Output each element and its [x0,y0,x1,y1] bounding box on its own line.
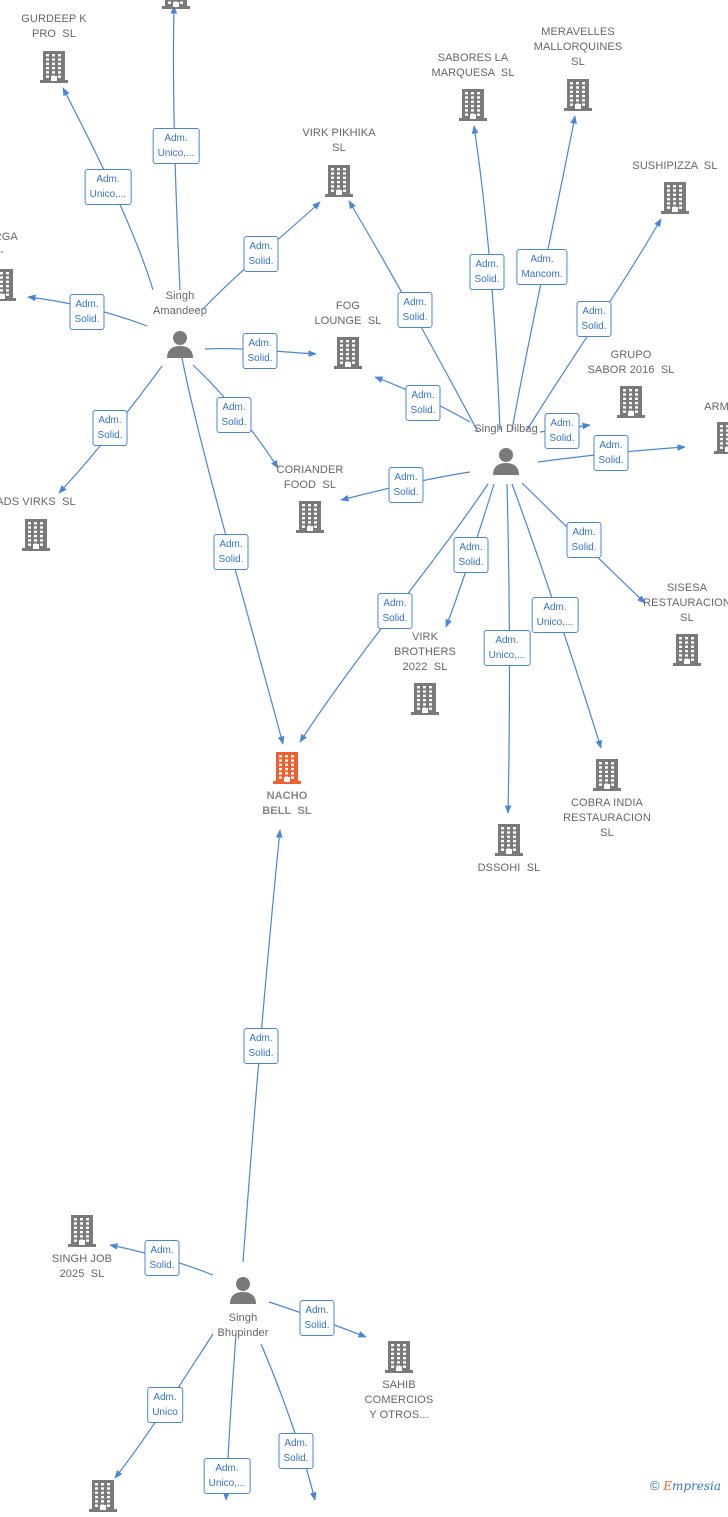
company-name-label[interactable]: GURDEEP K PRO SL [21,13,87,40]
building-icon[interactable] [459,87,487,126]
edge-role-badge[interactable]: Adm. Unico,... [152,128,200,164]
person-icon[interactable] [165,329,195,364]
edge-role-badge[interactable]: Adm. Solid. [593,435,629,471]
edge-singh_bhupinder-bottom_company_3 [260,1343,317,1500]
building-icon[interactable] [661,180,689,219]
company-name-label[interactable]: MERAVELLES MALLORQUINES SL [533,26,623,68]
person-name-label[interactable]: Singh Amandeep [152,290,208,317]
building-icon[interactable] [495,822,523,861]
building-icon[interactable] [89,1478,117,1517]
copyright-symbol: © [650,1478,660,1493]
edge-role-badge[interactable]: Adm. Solid. [566,522,602,558]
company-name-label[interactable]: SAHIB COMERCIOS Y OTROS... [364,1379,434,1421]
building-icon[interactable] [0,267,16,306]
company-name-label[interactable]: COBRA INDIA RESTAURACION SL [563,797,651,839]
edge-role-badge[interactable]: Adm. Solid. [278,1433,314,1469]
person-name-label[interactable]: Singh Dilbag [474,423,538,435]
building-icon[interactable] [564,77,592,116]
edge-role-badge[interactable]: Adm. Solid. [576,301,612,337]
edge-role-badge[interactable]: Adm. Solid. [544,413,580,449]
edge-role-badge[interactable]: Adm. Solid. [213,534,249,570]
person-name-label[interactable]: Singh Bhupinder [217,1312,269,1339]
company-name-label[interactable]: DSSOHI SL [477,862,541,874]
edge-role-badge[interactable]: Adm. Solid. [144,1240,180,1276]
edge-role-badge[interactable]: Adm. Solid. [242,333,278,369]
edge-role-badge[interactable]: Adm. Solid. [453,537,489,573]
edge-role-badge[interactable]: Adm. Solid. [92,410,128,446]
building-icon[interactable] [22,517,50,556]
edge-role-badge[interactable]: Adm. Solid. [405,385,441,421]
edge-role-badge[interactable]: Adm. Unico,... [483,630,531,666]
building-icon[interactable] [273,750,301,789]
edge-role-badge[interactable]: Adm. Unico [147,1387,183,1423]
person-icon[interactable] [491,446,521,481]
edge-role-badge[interactable]: Adm. Unico,... [84,169,132,205]
building-icon[interactable] [673,632,701,671]
company-name-label[interactable]: SINGH JOB 2025 SL [51,1253,113,1280]
company-name-label[interactable]: SUSHIPIZZA SL [632,160,718,172]
edge-role-badge[interactable]: Adm. Solid. [377,593,413,629]
edge-role-badge[interactable]: Adm. Solid. [216,397,252,433]
company-name-label[interactable]: SISESA RESTAURACION SL [643,582,728,624]
company-name-label[interactable]: SABORES LA MARQUESA SL [431,52,515,79]
building-icon[interactable] [714,420,728,459]
edge-role-badge[interactable]: Adm. Solid. [243,1028,279,1064]
company-name-label[interactable]: VIRK PIKHIKA SL [302,127,376,154]
company-name-label[interactable]: YRGA - [0,231,18,258]
building-icon[interactable] [385,1339,413,1378]
building-icon[interactable] [296,499,324,538]
company-name-label[interactable]: NACHO BELL SL [262,790,312,817]
edge-role-badge[interactable]: Adm. Unico,... [203,1458,251,1494]
company-name-label[interactable]: ADS VIRKS SL [0,496,76,508]
edge-role-badge[interactable]: Adm. Unico,... [531,597,579,633]
edge-role-badge[interactable]: Adm. Solid. [469,254,505,290]
edge-role-badge[interactable]: Adm. Solid. [69,294,105,330]
building-icon[interactable] [593,757,621,796]
building-icon[interactable] [411,681,439,720]
brand-logo[interactable]: Empresia [663,1479,722,1493]
company-name-label[interactable]: VIRK BROTHERS 2022 SL [394,631,456,673]
person-icon[interactable] [228,1275,258,1310]
company-name-label[interactable]: ARMAAN [704,401,728,413]
building-icon[interactable] [325,163,353,202]
edge-role-badge[interactable]: Adm. Solid. [299,1300,335,1336]
building-icon[interactable] [162,0,190,14]
building-icon[interactable] [40,49,68,88]
edge-role-badge[interactable]: Adm. Solid. [388,467,424,503]
footer-brand: © Empresia [650,1478,721,1493]
building-icon[interactable] [68,1213,96,1252]
company-name-label[interactable]: CORIANDER FOOD SL [276,464,344,491]
building-icon[interactable] [334,335,362,374]
edge-role-badge[interactable]: Adm. Solid. [397,292,433,328]
edge-role-badge[interactable]: Adm. Mancom. [516,249,568,285]
company-name-label[interactable]: FOG LOUNGE SL [314,300,382,327]
building-icon[interactable] [617,384,645,423]
company-name-label[interactable]: GRUPO SABOR 2016 SL [587,349,675,376]
edge-role-badge[interactable]: Adm. Solid. [243,236,279,272]
